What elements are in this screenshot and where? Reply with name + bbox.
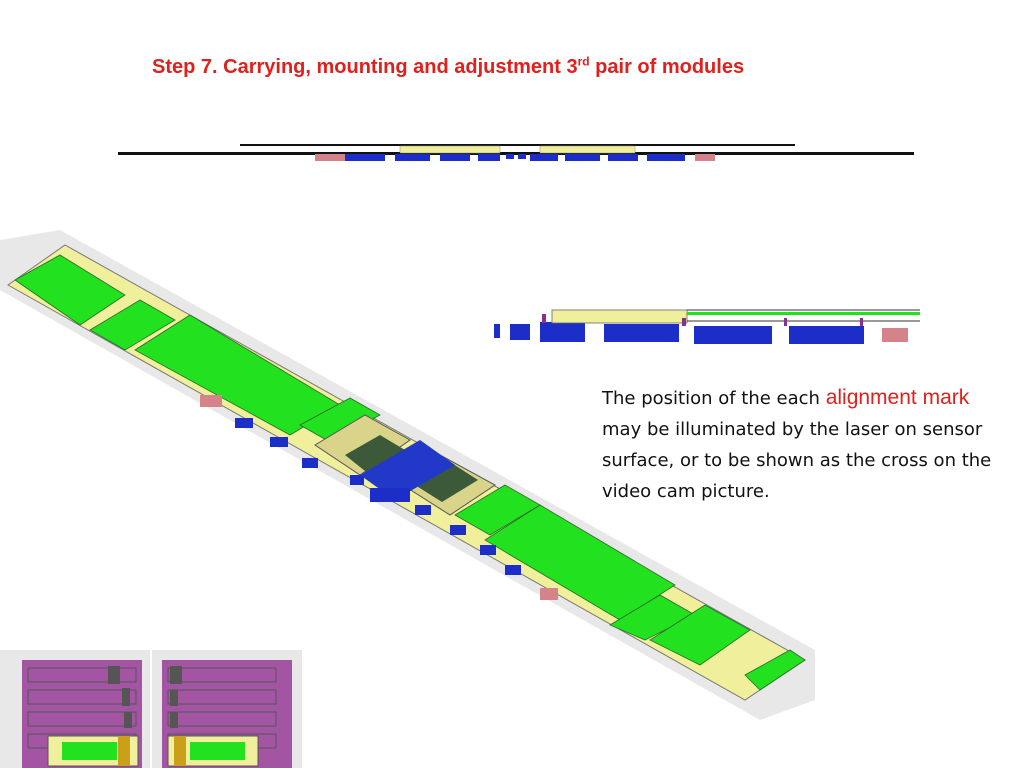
side-view-full-ladder [118,144,914,161]
side-view-closeup [494,309,920,344]
highlight-alignment-mark: alignment mark [825,386,970,409]
title-text: Step 7. Carrying, mounting and adjustmen… [152,56,578,78]
title-superscript: rd [577,54,590,69]
carrier-view-left [0,650,150,768]
carrier-view-right [152,650,302,768]
description-text: The position of the each alignment mark … [602,386,992,502]
ladder-3d-view [0,230,815,720]
title-text-end: pair of modules [589,56,745,78]
slide-title: Step 7. Carrying, mounting and adjustmen… [152,54,952,79]
